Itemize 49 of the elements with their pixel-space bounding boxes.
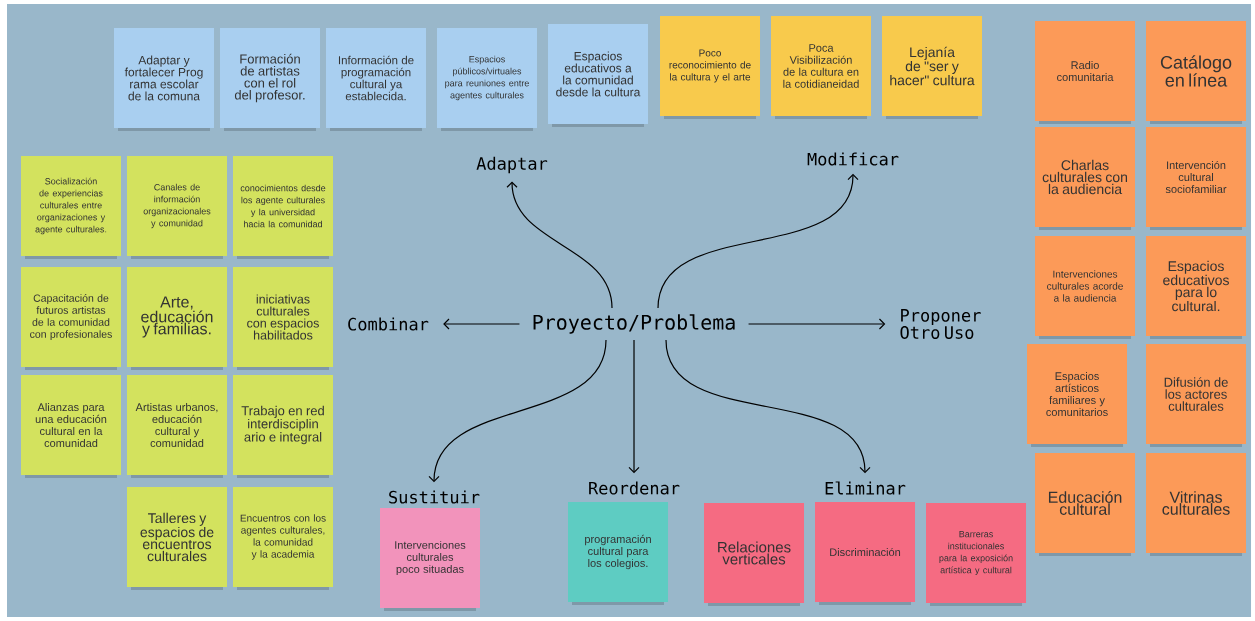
sticky-note: Espacios educativos para lo cultural.	[1146, 236, 1246, 336]
sticky-note: Relaciones verticales	[704, 503, 804, 603]
sticky-note: Educación cultural	[1035, 453, 1135, 553]
sticky-note: Espacios públicos/virtuales para reuniones entre agentes culturales	[437, 28, 537, 128]
sticky-note: Espacios educativos a la comunidad desde la cultura	[548, 24, 648, 124]
sticky-note: iniciativas culturales con espacios habilitados	[233, 267, 333, 367]
sticky-note: Radio comunitaria	[1035, 21, 1135, 121]
term-label: Proponer Otro Uso	[900, 309, 981, 339]
sticky-note: Discriminación	[815, 502, 915, 602]
sticky-note: Intervención cultural sociofamiliar	[1146, 127, 1246, 227]
arrow	[443, 318, 521, 330]
sticky-note: Intervenciones culturales acorde a la audiencia	[1035, 236, 1135, 336]
arrow	[428, 339, 607, 483]
sticky-note: Trabajo en red interdisciplin ario e integral	[233, 375, 333, 475]
sticky-note: Charlas culturales con la audiencia	[1035, 127, 1135, 227]
arrow	[628, 339, 640, 474]
sticky-note: Barreras institucionales para la exposición artística y cultural	[926, 503, 1026, 603]
sticky-note: Poco reconocimiento de la cultura y el arte	[660, 16, 760, 116]
arrow	[665, 339, 871, 474]
arrow	[657, 173, 859, 309]
sticky-note: programación cultural para los colegios.	[568, 502, 668, 602]
sticky-note: Alianzas para una educación cultural en la comunidad	[21, 375, 121, 475]
term-label: Sustituir	[389, 490, 480, 504]
term-label: Eliminar	[825, 481, 906, 495]
sticky-note: Adaptar y fortalecer Prog rama escolar de la comuna	[114, 28, 214, 128]
sticky-note: Talleres y espacios de encuentros culturales	[127, 487, 227, 587]
sticky-note: Lejanía de "ser y hacer" cultura	[882, 16, 982, 116]
arrow	[747, 318, 886, 330]
sticky-note: Canales de información organizacionales y comunidad	[127, 156, 227, 256]
sticky-note: Socialización de experiencias culturales entre organizaciones y agente culturales.	[21, 156, 121, 256]
sticky-note: Artistas urbanos, educación cultural y comunidad	[127, 375, 227, 475]
sticky-note: Catálogo en línea	[1146, 21, 1246, 121]
term-label: Adaptar	[476, 156, 548, 174]
sticky-note: Formación de artistas con el rol del profesor.	[220, 28, 320, 128]
sticky-note: Vitrinas culturales	[1146, 453, 1246, 553]
sticky-note: Intervenciones culturales poco situadas	[380, 508, 480, 608]
sticky-note: Espacios artísticos familiares y comunitarios	[1027, 344, 1127, 444]
sticky-note: Capacitación de futuros artistas de la comunidad con profesionales	[21, 267, 121, 367]
sticky-note: Información de programación cultural ya establecida.	[326, 28, 426, 128]
term-label: Combinar	[348, 317, 429, 331]
sticky-note: conocimientos desde los agente culturales y la universidad hacia la comunidad	[233, 156, 333, 256]
sticky-note: Difusión de los actores culturales	[1146, 344, 1246, 444]
sticky-note: Arte, educación y familias.	[127, 267, 227, 367]
arrow	[506, 181, 613, 309]
term-label: Modificar	[807, 152, 899, 166]
sticky-note: Poca Visibilización de la cultura en la cotidianeidad	[771, 16, 871, 116]
term-label: Proyecto/Problema	[533, 314, 735, 334]
term-label: Reordenar	[589, 481, 680, 495]
sticky-note: Encuentros con los agentes culturales, la comunidad y la academia	[233, 487, 333, 587]
